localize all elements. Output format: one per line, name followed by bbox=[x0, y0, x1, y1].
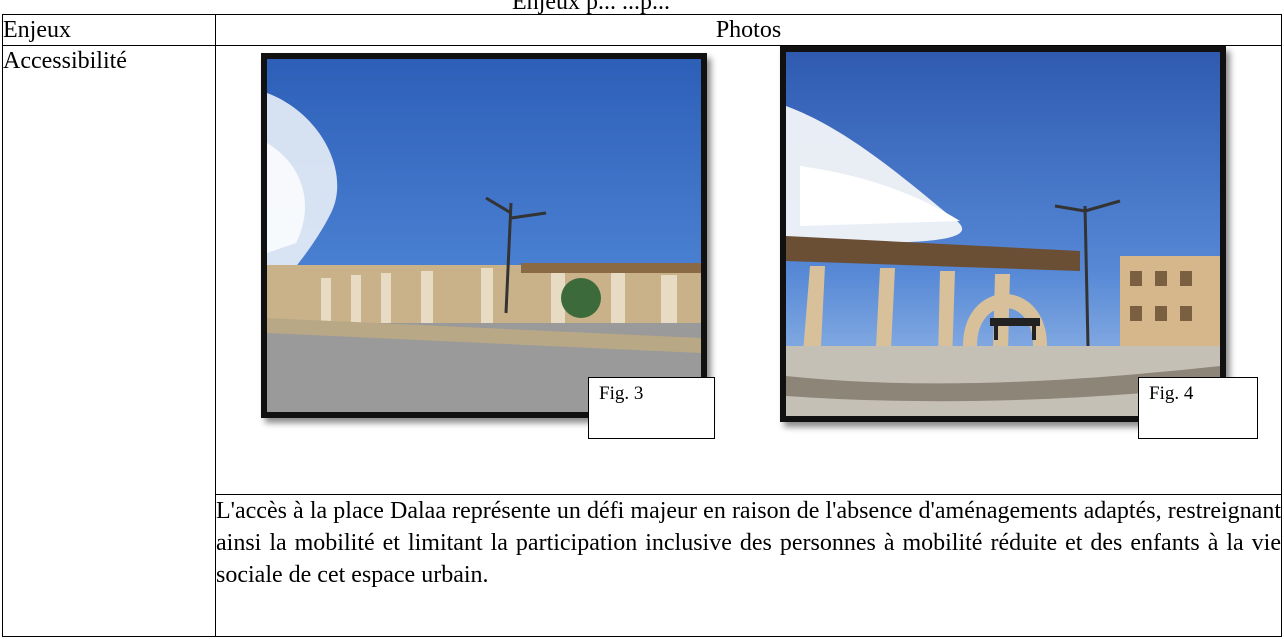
cropped-title: Enjeux p... ...p... bbox=[512, 0, 670, 15]
fig-4-label: Fig. 4 bbox=[1138, 377, 1258, 439]
photo-fig-3 bbox=[261, 53, 707, 418]
header-photos: Photos bbox=[215, 14, 1282, 46]
photo-fig-4 bbox=[780, 46, 1226, 422]
fig-3-label: Fig. 3 bbox=[588, 377, 715, 439]
issues-table: Enjeux Photos Accessibilité bbox=[2, 14, 1282, 637]
accessibility-description: L'accès à la place Dalaa représente un d… bbox=[215, 494, 1282, 637]
category-accessibilite: Accessibilité bbox=[2, 45, 216, 637]
header-enjeux: Enjeux bbox=[2, 14, 216, 46]
photos-cell: Fig. 3 bbox=[215, 45, 1282, 495]
